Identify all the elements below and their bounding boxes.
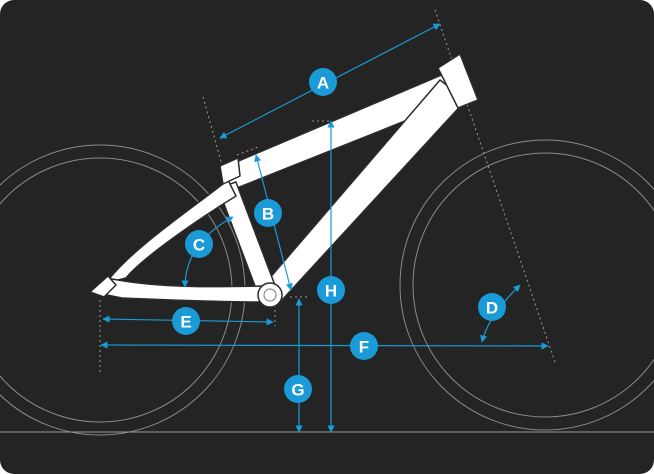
badge-d: D: [478, 293, 506, 321]
front-wheel: [399, 139, 654, 431]
seat-clamp: [219, 157, 241, 185]
badge-a: A: [309, 68, 337, 96]
badge-h-label: H: [325, 282, 337, 301]
badge-f: F: [350, 332, 378, 360]
badge-h: H: [317, 276, 345, 304]
head-tube: [437, 53, 479, 109]
bottom-bracket: [257, 282, 283, 308]
badge-d-label: D: [486, 299, 498, 318]
rear-dropout: [89, 275, 117, 298]
badge-a-label: A: [317, 74, 329, 93]
badge-b-label: B: [262, 205, 274, 224]
dim-f-line: [100, 341, 549, 350]
bike-frame: [89, 53, 479, 308]
chain-stay: [91, 277, 267, 303]
badge-c: C: [185, 230, 213, 258]
badge-b: B: [254, 199, 282, 227]
badge-e: E: [172, 307, 200, 335]
seat-stay: [105, 179, 237, 284]
badge-e-label: E: [180, 313, 191, 332]
badge-g-label: G: [291, 381, 304, 400]
badge-g: G: [284, 375, 312, 403]
badge-f-label: F: [359, 338, 369, 357]
badge-c-label: C: [193, 236, 205, 255]
